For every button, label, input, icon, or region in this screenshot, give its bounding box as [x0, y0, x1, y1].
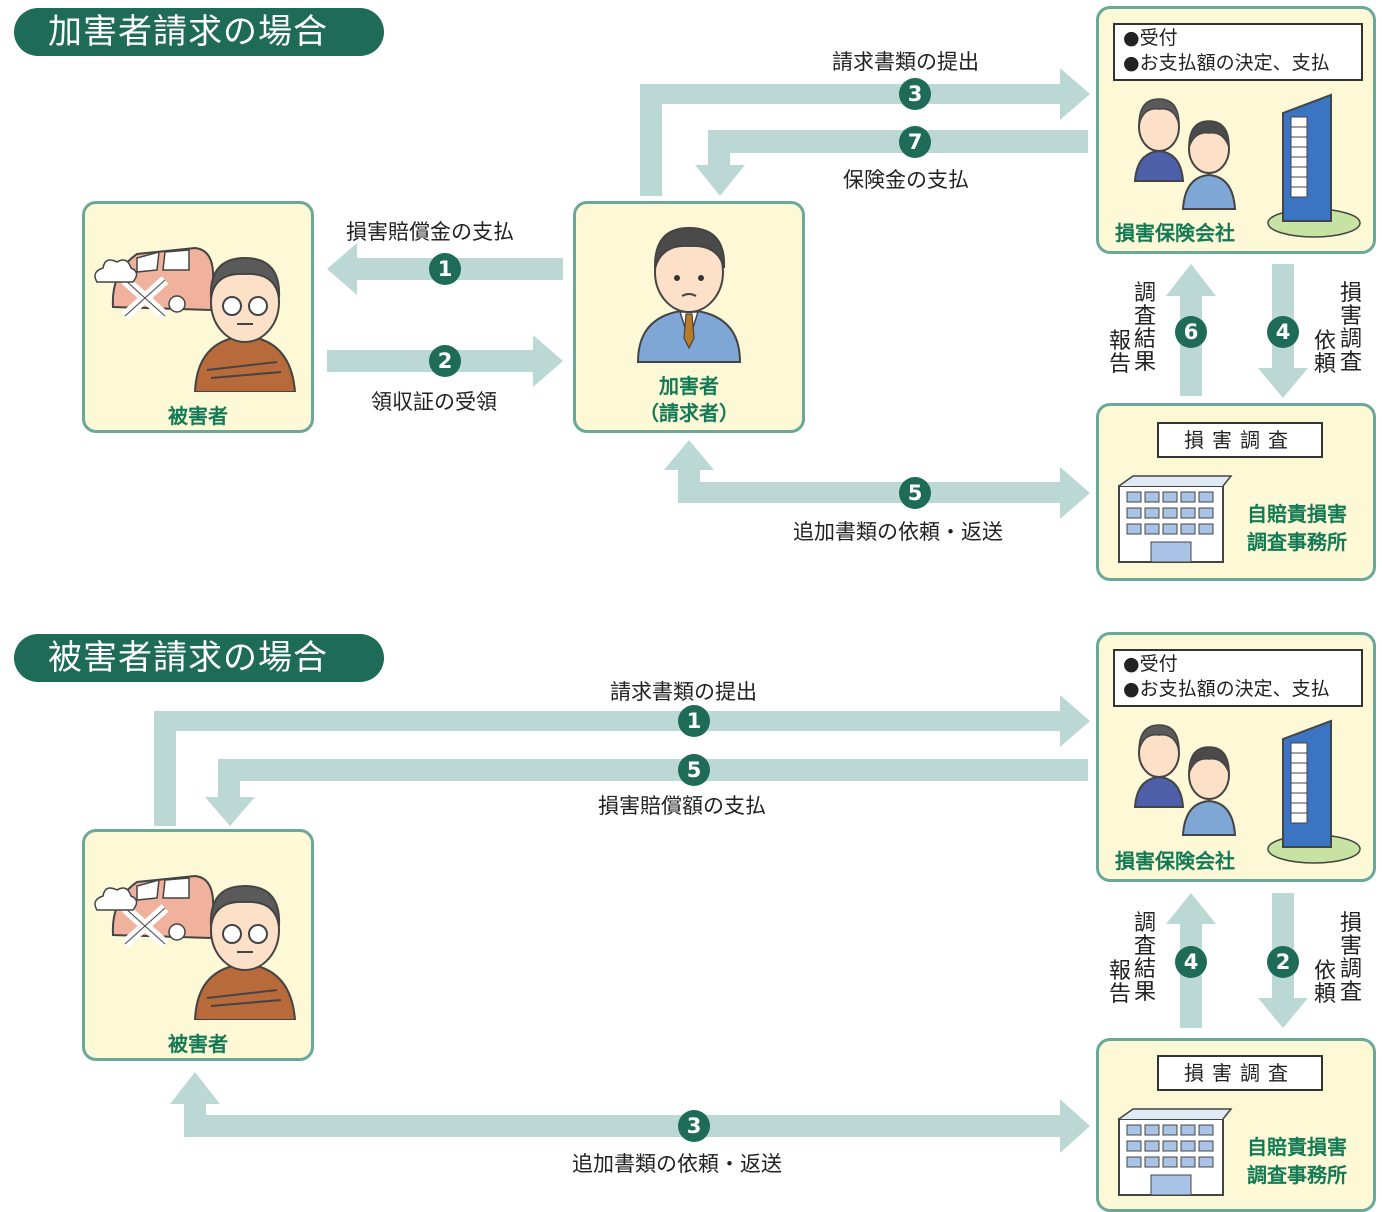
survey-sign-2: 損害調査: [1157, 1055, 1323, 1091]
s1-step7-badge: 7: [899, 126, 931, 158]
female-staff-icon: [1133, 98, 1185, 182]
insurer-info-line1: ●受付: [1123, 653, 1178, 675]
s2-step5-label: 損害賠償額の支払: [598, 794, 766, 818]
survey-name-line2: 調査事務所: [1247, 530, 1347, 554]
worried-claimant-man-icon: [636, 226, 742, 363]
insurer-info-line2: ●お支払額の決定、支払: [1123, 52, 1330, 74]
section2-title: 被害者請求の場合: [14, 634, 384, 682]
s2-step5-badge: 5: [678, 754, 710, 786]
angry-victim-man-icon: [193, 256, 297, 392]
damaged-car-angry-man-illustration: [94, 246, 297, 392]
survey-office-box-2: 損害調査 自賠責損害 調査事務所: [1096, 1038, 1376, 1212]
male-customer-icon: [1181, 120, 1237, 210]
s2-step4-text-col1: 調査結果: [1133, 911, 1156, 1005]
s2-step3-label: 追加書類の依頼・返送: [572, 1152, 782, 1176]
insurer-info-line1: ●受付: [1123, 27, 1178, 49]
victim-box-2: 被害者: [82, 829, 314, 1061]
office-tower-icon: [1267, 93, 1361, 238]
worried-man-illustration: [636, 226, 742, 363]
claimant-label-line2: （請求者）: [639, 401, 739, 425]
s1-step2-badge: 2: [429, 345, 461, 377]
s2-step2-text-col1: 依頼: [1313, 959, 1336, 1007]
survey-name-line2-2: 調査事務所: [1247, 1163, 1347, 1187]
survey-name-line1-2: 自賠責損害: [1247, 1135, 1347, 1159]
s1-step5-label: 追加書類の依頼・返送: [793, 520, 1003, 544]
male-customer-icon: [1181, 746, 1237, 836]
insurer-info-panel-2: ●受付 ●お支払額の決定、支払: [1113, 649, 1363, 707]
damaged-car-angry-man-illustration-2: [94, 874, 297, 1020]
claimant-label-line1: 加害者: [659, 374, 719, 398]
survey-sign: 損害調査: [1157, 422, 1323, 458]
s2-step2-text-col2: 損害調査: [1339, 911, 1362, 1005]
damaged-car-icon: [94, 874, 215, 948]
s1-step4-text-col2: 損害調査: [1339, 281, 1362, 375]
insurer-name: 損害保険会社: [1115, 221, 1235, 245]
s2-step3-badge: 3: [678, 1110, 710, 1142]
s1-step4-badge: 4: [1267, 316, 1299, 348]
arrow-s1-payment: [695, 130, 1088, 196]
s2-step1-label: 請求書類の提出: [610, 680, 757, 704]
office-building-icon: [1118, 475, 1233, 563]
s1-step6-text-col2: 報告: [1108, 329, 1131, 377]
s1-step2-label: 領収証の受領: [371, 390, 497, 414]
s2-step4-text-col2: 報告: [1108, 959, 1131, 1007]
s1-step1-label: 損害賠償金の支払: [346, 220, 514, 244]
s1-step1-badge: 1: [429, 253, 461, 285]
insurer-name-2: 損害保険会社: [1115, 849, 1235, 873]
s2-step2-badge: 2: [1267, 946, 1299, 978]
office-tower-icon: [1267, 719, 1361, 864]
insurer-box: ●受付 ●お支払額の決定、支払 損害保険会社: [1096, 6, 1376, 254]
survey-name-line1: 自賠責損害: [1247, 502, 1347, 526]
s1-step3-badge: 3: [899, 78, 931, 110]
angry-victim-man-icon: [193, 884, 297, 1020]
office-building-icon: [1118, 1108, 1233, 1196]
survey-office-box: 損害調査 自賠責損害 調査事務所: [1096, 403, 1376, 581]
insurance-office-illustration-2: [1133, 719, 1361, 864]
arrow-s1-step5: [664, 440, 1090, 519]
s1-step7-label: 保険金の支払: [843, 168, 969, 192]
victim-label: 被害者: [168, 404, 228, 428]
survey-building-illustration: [1118, 475, 1233, 563]
arrow-s2-payment: [205, 759, 1088, 826]
s1-step6-badge: 6: [1175, 316, 1207, 348]
arrow-s2-step3: [170, 1072, 1090, 1153]
s1-step6-text-col1: 調査結果: [1133, 281, 1156, 375]
s1-step3-label: 請求書類の提出: [832, 50, 979, 74]
insurance-office-illustration: [1133, 93, 1361, 238]
claimant-box: 加害者 （請求者）: [573, 201, 805, 433]
s2-step1-badge: 1: [678, 705, 710, 737]
s1-step4-text-col1: 依頼: [1313, 329, 1336, 377]
survey-building-illustration-2: [1118, 1108, 1233, 1196]
damaged-car-icon: [94, 246, 215, 320]
section1-title: 加害者請求の場合: [14, 8, 384, 56]
victim-box: 被害者: [82, 201, 314, 433]
insurer-box-2: ●受付 ●お支払額の決定、支払 損害保険会社: [1096, 632, 1376, 882]
arrow-s2-submit: [154, 695, 1090, 826]
s2-step4-badge: 4: [1175, 946, 1207, 978]
arrow-s1-submit: [640, 68, 1090, 196]
victim-label-2: 被害者: [168, 1032, 228, 1056]
s1-step5-badge: 5: [899, 477, 931, 509]
insurer-info-line2: ●お支払額の決定、支払: [1123, 678, 1330, 700]
female-staff-icon: [1133, 724, 1185, 808]
insurer-info-panel: ●受付 ●お支払額の決定、支払: [1113, 23, 1363, 81]
